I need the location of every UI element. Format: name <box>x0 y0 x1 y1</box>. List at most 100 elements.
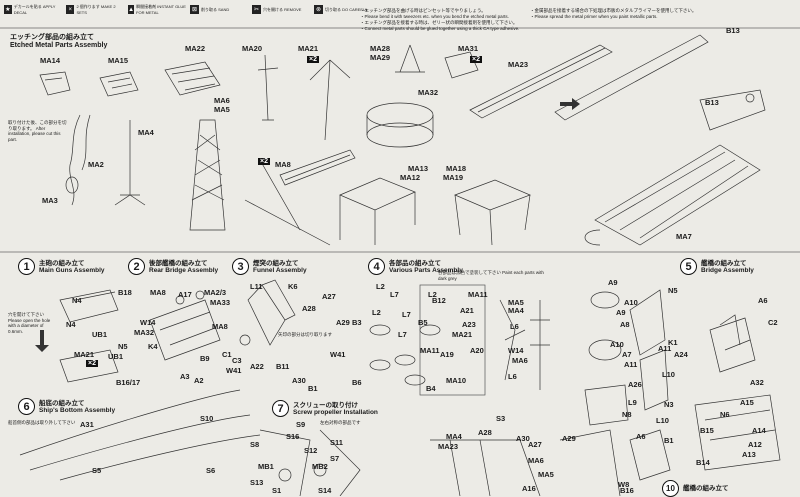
part-label: L2 <box>376 282 385 291</box>
part-label: S7 <box>330 454 340 463</box>
part-label: A30 <box>292 376 306 385</box>
part-label: A12 <box>748 440 762 449</box>
part-label: L6 <box>508 372 517 381</box>
notes-left: ・エッチング部品を曲げる時はピンセット等でやりましょう。 ・Please ben… <box>360 8 520 31</box>
part-label: L10 <box>662 370 675 379</box>
part-label: W41 <box>330 350 346 359</box>
part-label: MA18 <box>446 164 467 173</box>
part-label: A19 <box>440 350 454 359</box>
part-label: MA2 <box>88 160 104 169</box>
legend-item: ×2 個作ります MAKE 2 SETS <box>66 4 124 15</box>
part-label: S13 <box>250 478 264 487</box>
part-label: MA21 <box>452 330 473 339</box>
part-label: B18 <box>118 288 132 297</box>
part-label: A22 <box>250 362 264 371</box>
step6-note: 船首側の部品は取り外して下さい <box>8 420 76 425</box>
part-label: MA23 <box>508 60 529 69</box>
part-label: B15 <box>700 426 714 435</box>
part-label: A11 <box>624 360 638 369</box>
part-label: B6 <box>352 378 362 387</box>
part-label: MA21 <box>74 350 95 359</box>
step-bridge-10: 10 艦橋の組み立て <box>662 480 729 497</box>
part-label: N4 <box>72 296 82 305</box>
part-label: N4 <box>66 320 76 329</box>
part-label: A9 <box>608 278 618 287</box>
part-label: A28 <box>478 428 492 437</box>
part-label: MA15 <box>108 56 129 65</box>
part-label: MA22 <box>185 44 206 53</box>
part-label: A24 <box>674 350 688 359</box>
part-label: A31 <box>80 420 94 429</box>
part-label: L2 <box>428 290 437 299</box>
part-label: MA28 <box>370 44 391 53</box>
part-label: A10 <box>624 298 638 307</box>
part-label: MA21 <box>298 44 319 53</box>
after-install-note: 取り付けた後、この部分を切り取ります。 After installation, … <box>8 120 67 142</box>
part-label: S12 <box>304 446 318 455</box>
part-label: S8 <box>250 440 260 449</box>
legend-item: ★デカールを貼る APPLY DECAL <box>4 4 56 15</box>
part-label: A29 <box>336 318 350 327</box>
legend-item: ✂穴を開ける REMOVE <box>252 5 302 14</box>
part-label: A3 <box>180 372 190 381</box>
part-label: A27 <box>322 292 336 301</box>
legend-item: ▲瞬間接着剤 INSTANT GLUE FOR METAL <box>128 4 186 15</box>
part-label: L7 <box>398 330 407 339</box>
part-label: MA5 <box>538 470 554 479</box>
part-label: UB1 <box>108 352 124 361</box>
part-label: MA6 <box>214 96 230 105</box>
make-two-tag: ×2 <box>307 56 319 63</box>
part-label: MA20 <box>242 44 263 53</box>
part-label: N6 <box>720 410 730 419</box>
part-label: UB1 <box>92 330 108 339</box>
part-label: MA31 <box>458 44 479 53</box>
careful-icon: ⊗ <box>314 5 323 14</box>
step4-paint-note: 各部品は黒色で塗装して下さい Paint each parts with dar… <box>438 270 544 281</box>
part-label: MA4 <box>138 128 154 137</box>
part-label: L9 <box>628 398 637 407</box>
part-label: S1 <box>272 486 282 495</box>
part-label: B1 <box>664 436 674 445</box>
part-label: MA12 <box>400 173 421 182</box>
part-label: B4 <box>426 384 436 393</box>
part-label: L10 <box>656 416 669 425</box>
make-two-tag: ×2 <box>470 56 482 63</box>
part-label: B1 <box>308 384 318 393</box>
part-label: MA4 <box>508 306 524 315</box>
hole-note: 穴を開けて下さい Please open the hole with a dia… <box>8 312 51 334</box>
part-label: B16/17 <box>116 378 141 387</box>
part-label: S5 <box>92 466 102 475</box>
star-icon: ★ <box>4 5 12 14</box>
part-label: L2 <box>372 308 381 317</box>
part-label: S3 <box>496 414 506 423</box>
part-label: B13 <box>705 98 719 107</box>
part-label: MA13 <box>408 164 429 173</box>
part-label: MA32 <box>418 88 439 97</box>
part-label: B16 <box>620 486 634 495</box>
glue-icon: ▲ <box>128 5 135 14</box>
part-label: A28 <box>302 304 316 313</box>
part-label: A7 <box>622 350 632 359</box>
part-label: MA11 <box>468 290 488 299</box>
part-label: B5 <box>418 318 428 327</box>
part-label: N3 <box>664 400 674 409</box>
part-label: B14 <box>696 458 710 467</box>
part-label: A6 <box>758 296 768 305</box>
part-label: L11 <box>250 282 263 291</box>
part-label: MA2/3 <box>204 288 227 297</box>
part-label: MA33 <box>210 298 231 307</box>
part-label: MA14 <box>40 56 61 65</box>
part-label: B13 <box>726 26 740 35</box>
part-label: A13 <box>742 450 756 459</box>
part-label: A17 <box>178 290 192 299</box>
part-label: W14 <box>508 346 524 355</box>
part-label: MA8 <box>275 160 291 169</box>
part-label: W41 <box>226 366 242 375</box>
part-label: S9 <box>296 420 306 429</box>
part-label: MA19 <box>443 173 464 182</box>
part-label: MA4 <box>446 432 462 441</box>
